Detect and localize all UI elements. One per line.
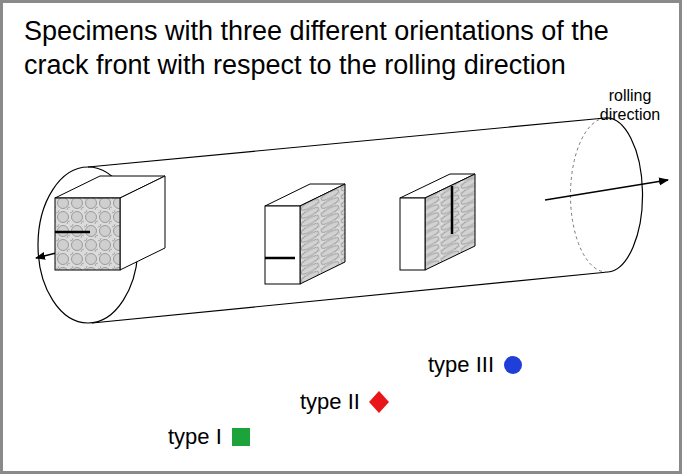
legend-item: type III — [428, 352, 524, 378]
title-heading: Specimens with three different orientati… — [24, 14, 664, 82]
type-label: type III — [428, 352, 494, 378]
legend-item: type II — [300, 389, 390, 415]
type-label: type I — [168, 424, 222, 450]
circle-marker — [502, 354, 524, 376]
legend-item: type I — [168, 424, 252, 450]
square-marker — [230, 426, 252, 448]
direction-label: rolling direction — [590, 86, 670, 124]
diamond-marker — [368, 391, 390, 413]
type-label: type II — [300, 389, 360, 415]
